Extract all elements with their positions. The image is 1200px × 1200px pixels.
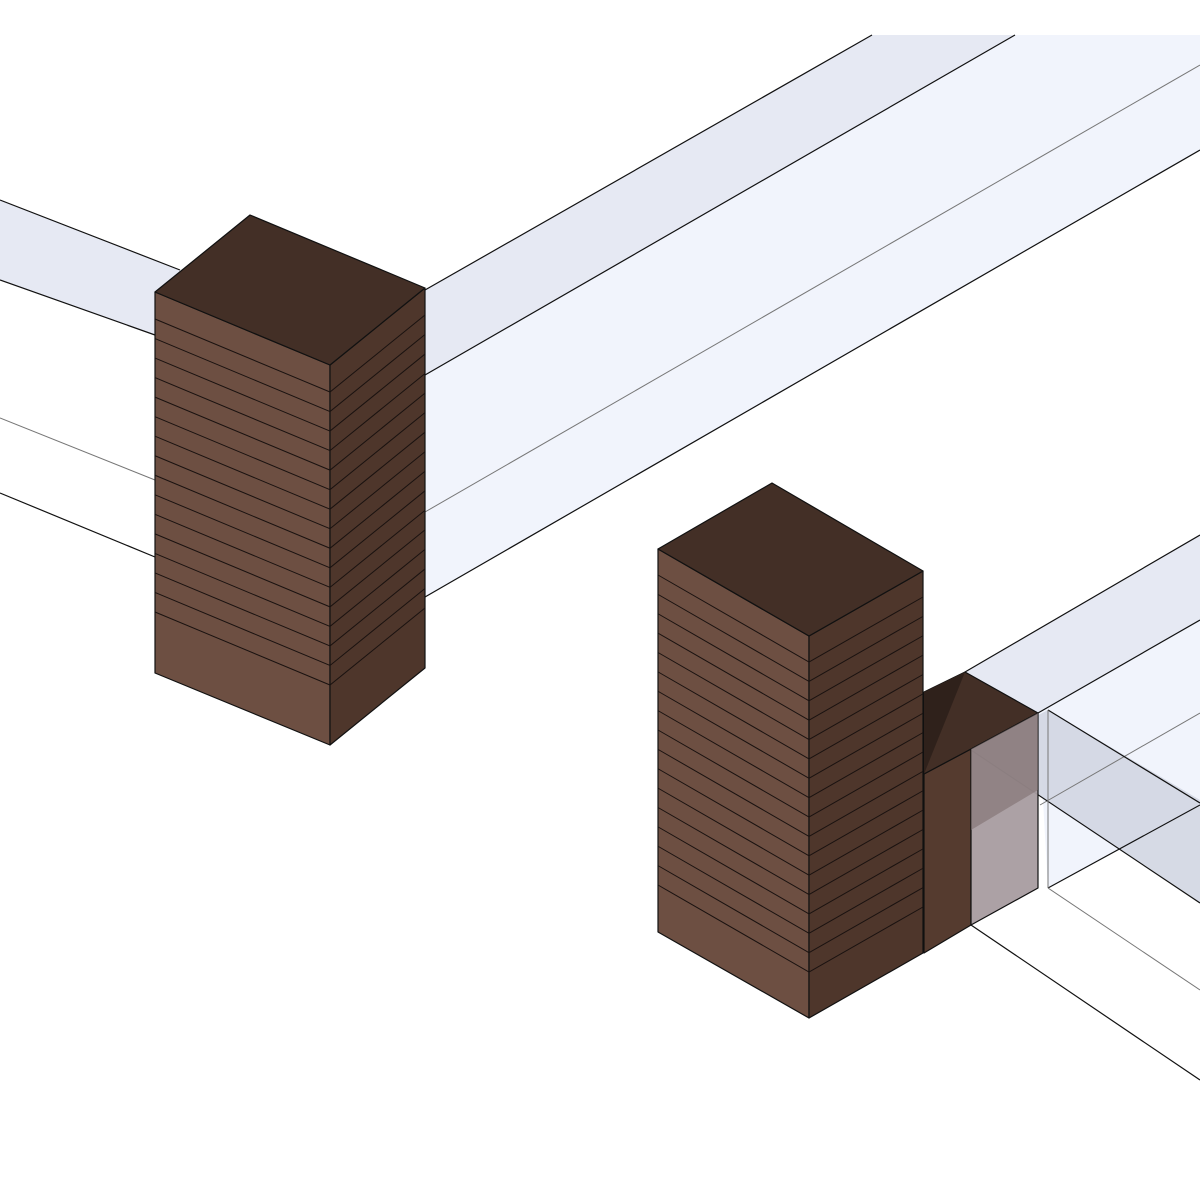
floor-line [657, 787, 924, 876]
floor-line [657, 884, 924, 973]
floor-line [657, 807, 924, 896]
floor-line [154, 412, 426, 491]
floor-line [154, 451, 426, 530]
floor-line [154, 392, 426, 471]
tower-left [154, 214, 426, 746]
floor-line [657, 729, 924, 818]
floor-line [154, 470, 426, 549]
floor-line [154, 334, 426, 413]
floor-line [154, 607, 426, 686]
floor-line [154, 431, 426, 510]
upper-right-beam [424, 34, 1200, 598]
floor-line [154, 490, 426, 569]
floor-line [657, 768, 924, 857]
floor-line [657, 632, 924, 721]
floor-line [657, 652, 924, 741]
floor-line [154, 529, 426, 608]
annex-block [923, 671, 1039, 954]
floor-line [657, 613, 924, 702]
floor-line [657, 865, 924, 954]
floor-line [657, 748, 924, 837]
tower-left-floor-lines [154, 314, 426, 686]
floor-line [154, 314, 426, 393]
floor-line [657, 671, 924, 760]
floor-line [154, 588, 426, 667]
floor-line [154, 353, 426, 432]
tower-right-floor-lines [657, 574, 924, 973]
floor-line [154, 549, 426, 627]
floor-line [154, 373, 426, 452]
floor-line [657, 690, 924, 779]
floor-line [657, 574, 924, 663]
floor-line [657, 826, 924, 915]
floor-line [154, 568, 426, 647]
left-beam [0, 199, 181, 558]
floor-line [657, 593, 924, 682]
floor-line [657, 710, 924, 799]
floor-line [657, 845, 924, 934]
tower-right [657, 482, 924, 1019]
floor-line [154, 509, 426, 588]
